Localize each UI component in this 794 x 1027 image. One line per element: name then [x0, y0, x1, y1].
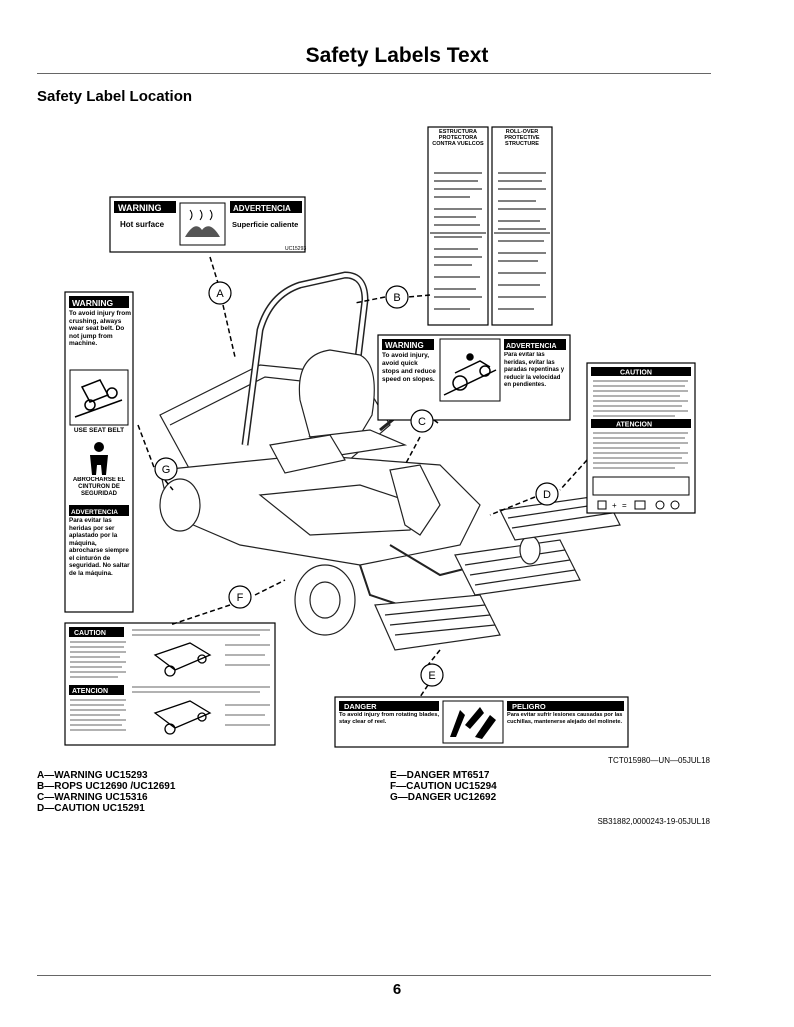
reel-mower-front-right: [454, 535, 581, 596]
label-g-advertencia-text: Para evitar las heridas por ser aplastad…: [69, 517, 130, 577]
svg-text:=: =: [622, 501, 627, 510]
page-title: Safety Labels Text: [305, 44, 489, 67]
page-number: 6: [392, 981, 402, 998]
control-symbols-icon: + =: [597, 500, 680, 510]
label-a-advertencia-text: Superficie caliente: [232, 220, 298, 229]
rotating-blade-icon: [450, 707, 496, 739]
label-c-advertencia-text: Para evitar las heridas, evitar las para…: [504, 352, 565, 388]
label-g-warning-text: To avoid injury from crushing, always we…: [69, 310, 131, 347]
label-f-atencion-word: ATENCION: [72, 688, 108, 695]
callout-c: C: [418, 416, 426, 428]
hot-surface-icon: [185, 226, 220, 237]
label-d-caution-word: CAUTION: [620, 370, 652, 377]
legend-item-e: E—DANGER MT6517: [390, 770, 490, 781]
label-c-warning-word: WARNING: [385, 341, 424, 350]
tractor-slope-icon: [443, 353, 497, 396]
mower-check-icon-bottom: [153, 700, 212, 735]
label-g-advertencia-word: ADVERTENCIA: [71, 509, 118, 516]
label-a-part: UC15293: [285, 246, 306, 252]
label-e-danger-word: DANGER: [344, 702, 377, 711]
reference-id: SB31882,0000243-19-05JUL18: [597, 817, 710, 826]
label-a-warning-text: Hot surface: [120, 220, 165, 229]
label-c-warning-text: To avoid injury, avoid quick stops and r…: [382, 352, 436, 383]
callout-b: B: [393, 292, 400, 304]
label-g-seat-belt: USE SEAT BELT: [73, 427, 125, 434]
label-f-caution: CAUTION ATENCION: [64, 622, 276, 746]
callout-d-circle: [535, 482, 559, 506]
legend-item-d: D—CAUTION UC15291: [37, 803, 145, 814]
label-b-es-title: ESTRUCTURA PROTECTORA CONTRA VUELCOS: [432, 129, 484, 147]
callout-d: D: [543, 489, 551, 501]
bottom-divider: [37, 975, 711, 976]
label-b-en-title: ROLL-OVER PROTECTIVE STRUCTURE: [504, 129, 540, 147]
callout-e: E: [428, 670, 435, 682]
callout-f: F: [237, 592, 244, 604]
label-a-warning-hot-surface: WARNING Hot surface ADVERTENCIA Superfic…: [109, 196, 306, 253]
callout-g: G: [162, 464, 171, 476]
rollover-icon: [74, 379, 123, 418]
label-e-danger-text: To avoid injury from rotating blades, st…: [339, 712, 440, 725]
callout-f-circle: [228, 585, 252, 609]
legend-item-c: C—WARNING UC15316: [37, 792, 148, 803]
label-a-warning-word: WARNING: [118, 203, 162, 213]
label-c-warning-slopes: WARNING To avoid injury, avoid quick sto…: [377, 334, 571, 421]
legend-left: A—WARNING UC15293 B—ROPS UC12690 /UC1269…: [37, 770, 175, 814]
callout-g-circle: [154, 457, 178, 481]
label-d-caution: CAUTION ATENCION + =: [586, 362, 696, 514]
mower-check-icon-top: [153, 642, 212, 677]
callout-e-circle: [420, 663, 444, 687]
callout-b-circle: [385, 285, 409, 309]
callout-c-circle: [410, 409, 434, 433]
legend-item-b: B—ROPS UC12690 /UC12691: [37, 781, 176, 792]
label-f-caution-word: CAUTION: [74, 630, 106, 637]
legend-item-f: F—CAUTION UC15294: [390, 781, 497, 792]
label-c-advertencia-word: ADVERTENCIA: [506, 343, 557, 350]
legend-item-g: G—DANGER UC12692: [390, 792, 497, 803]
label-a-advertencia-word: ADVERTENCIA: [233, 204, 291, 213]
reel-mower-front-left: [374, 594, 501, 651]
label-d-atencion-word: ATENCION: [616, 422, 652, 429]
label-e-danger-blades: DANGER To avoid injury from rotating bla…: [334, 696, 629, 748]
label-g-warning-seat-belt: WARNING To avoid injury from crushing, a…: [64, 291, 134, 613]
callout-a-circle: [208, 281, 232, 305]
label-g-seat-belt-es: ABROCHARSE EL CINTURON DE SEGURIDAD: [72, 477, 126, 497]
label-e-peligro-text: Para evitar sufrir lesiones causadas por…: [507, 712, 623, 725]
label-g-warning-word: WARNING: [72, 298, 113, 308]
top-divider: [37, 73, 711, 74]
figure-id: TCT015980—UN—05JUL18: [608, 756, 710, 765]
section-title: Safety Label Location: [37, 88, 193, 105]
legend-right: E—DANGER MT6517 F—CAUTION UC15294 G—DANG…: [390, 770, 497, 803]
seat-belt-person-icon: [90, 442, 108, 475]
callout-a: A: [216, 288, 224, 300]
safety-label-figure: WARNING Hot surface ADVERTENCIA Superfic…: [64, 126, 696, 748]
legend-item-a: A—WARNING UC15293: [37, 770, 148, 781]
svg-text:+: +: [612, 501, 617, 510]
label-b-rops: ESTRUCTURA PROTECTORA CONTRA VUELCOS ROL…: [427, 126, 553, 326]
label-e-peligro-word: PELIGRO: [512, 702, 546, 711]
